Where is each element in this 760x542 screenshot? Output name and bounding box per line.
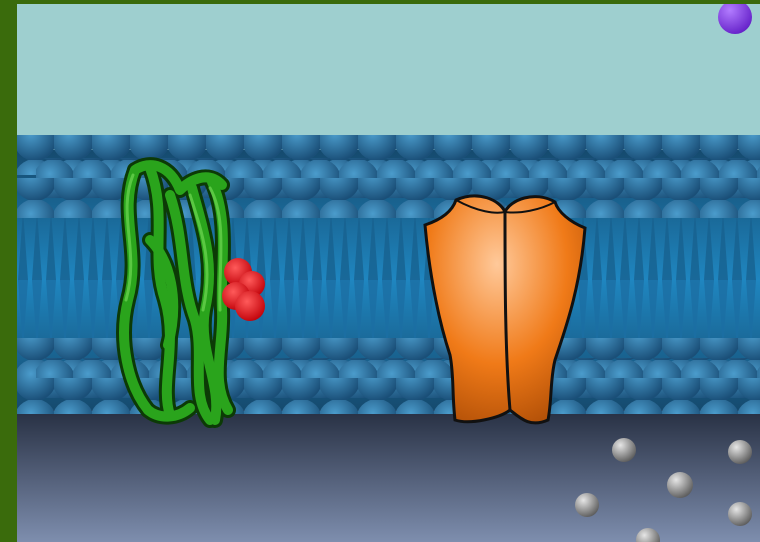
gray-ion [612,438,636,462]
gray-ion [728,502,752,526]
cytoplasm [17,400,760,542]
purple-ion [718,0,752,34]
gray-ion [667,472,693,498]
gray-ion [575,493,599,517]
gray-ion [728,440,752,464]
frame-border [0,0,17,542]
